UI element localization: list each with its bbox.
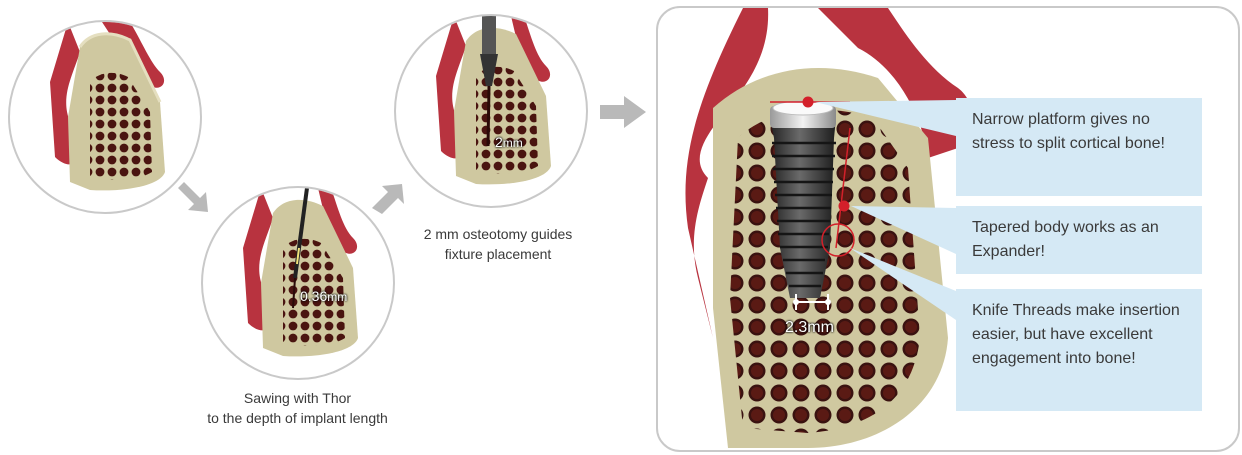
step2-measurement-value: 0.36	[300, 288, 327, 304]
arrow-up-right-icon	[372, 178, 410, 216]
implant-width-unit: mm	[807, 319, 834, 336]
arrow-down-right-icon	[178, 180, 216, 218]
step3-caption-line2: fixture placement	[386, 244, 610, 264]
callout-tapered-body: Tapered body works as an Expander!	[956, 206, 1202, 274]
arrow-right-icon	[600, 96, 646, 128]
step2-measurement-unit: mm	[327, 290, 347, 304]
callout-tapered-body-text: Tapered body works as an Expander!	[972, 219, 1159, 260]
step2-measurement: 0.36mm	[300, 288, 347, 304]
step1-illustration	[8, 20, 202, 214]
implant-width-value: 2.3	[785, 319, 807, 336]
step3-caption-line1: 2 mm osteotomy guides	[386, 224, 610, 244]
implant-width-measurement: 2.3mm	[785, 319, 834, 337]
step2-caption: Sawing with Thor to the depth of implant…	[175, 388, 420, 428]
callout-knife-threads-text: Knife Threads make insertion easier, but…	[972, 302, 1180, 367]
step2-illustration	[201, 186, 395, 380]
callout-narrow-platform: Narrow platform gives no stress to split…	[956, 98, 1202, 196]
callout-knife-threads: Knife Threads make insertion easier, but…	[956, 289, 1202, 411]
step3-measurement-unit: mm	[503, 136, 523, 150]
callout-narrow-platform-text: Narrow platform gives no stress to split…	[972, 111, 1165, 152]
step2-caption-line1: Sawing with Thor	[175, 388, 420, 408]
step2-caption-line2: to the depth of implant length	[175, 408, 420, 428]
step3-measurement-value: 2	[495, 134, 503, 150]
step3-illustration	[394, 14, 588, 208]
step3-measurement: 2mm	[495, 134, 523, 150]
step3-caption: 2 mm osteotomy guides fixture placement	[386, 224, 610, 264]
